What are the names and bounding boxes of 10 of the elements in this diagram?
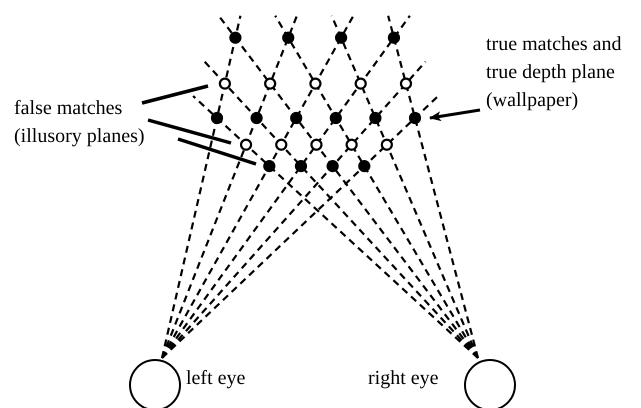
- leader-line: [177, 137, 257, 166]
- callout-label: true matches and true depth plane (wallpaper): [486, 30, 641, 114]
- eye-circle: [129, 359, 181, 408]
- eye-label: right eye: [368, 366, 439, 391]
- arrow: [429, 108, 480, 122]
- leader-line: [142, 84, 208, 105]
- callout-label: false matches (illusory planes): [14, 94, 174, 150]
- leader-line: [148, 118, 232, 145]
- eye-label: left eye: [186, 366, 246, 391]
- eye-circle: [464, 359, 516, 408]
